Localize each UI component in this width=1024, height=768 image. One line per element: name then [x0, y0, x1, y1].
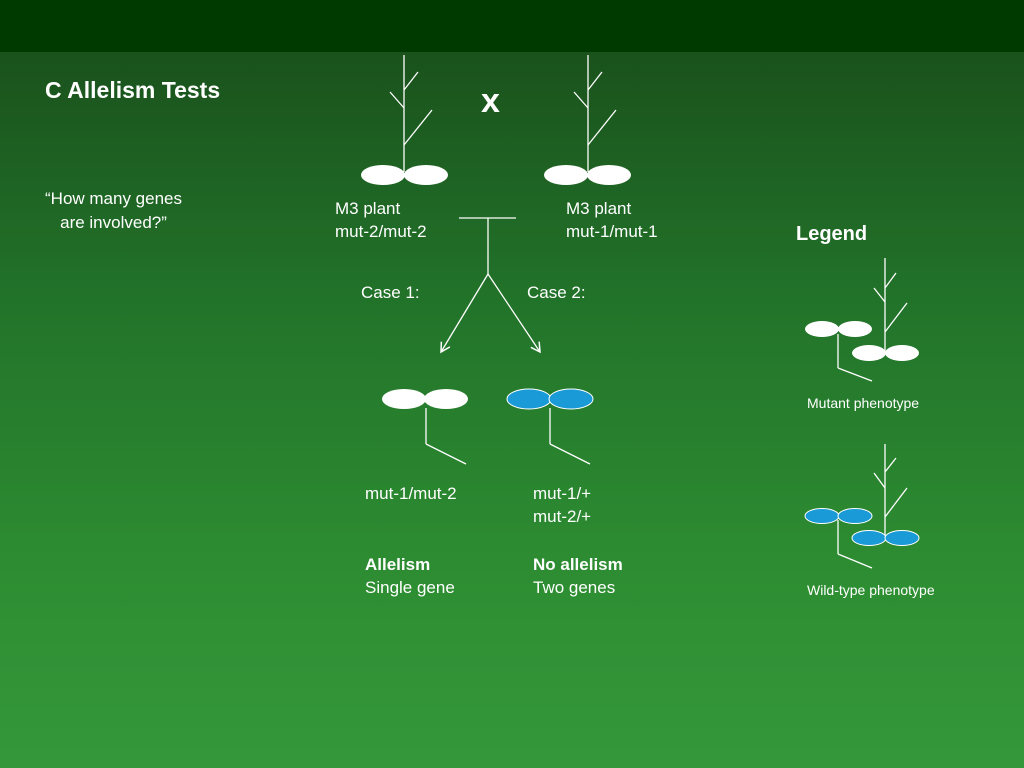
root: [549, 443, 591, 465]
case-1-conclusion: Allelism Single gene: [365, 554, 455, 600]
case-2-conclusion-detail: Two genes: [533, 577, 616, 597]
case-2-genotype-line-2: mut-2/+: [533, 506, 592, 526]
branch: [573, 91, 589, 109]
leaf: [805, 321, 839, 337]
slide-title: C Allelism Tests: [45, 77, 221, 103]
branch: [884, 487, 908, 518]
leaf: [852, 345, 886, 361]
case-1-genotype-line-1: mut-1/mut-2: [365, 484, 457, 503]
parent-1-genotype: mut-2/mut-2: [335, 221, 427, 241]
branch: [873, 287, 886, 303]
legend-wildtype-caption: Wild-type phenotype: [807, 582, 935, 598]
leaf: [361, 165, 405, 185]
leaf: [837, 508, 873, 524]
branch: [884, 272, 897, 289]
case-2-genotype-line-1: mut-1/+: [533, 484, 592, 503]
branch: [587, 71, 603, 91]
arrow-case-1: [440, 273, 489, 354]
branch: [403, 109, 433, 146]
question-line-2: are involved?”: [60, 212, 167, 232]
branch: [884, 302, 908, 333]
leaf: [382, 389, 426, 409]
leaf: [506, 388, 552, 410]
case-1-conclusion-title: Allelism: [365, 555, 431, 574]
offspring-case-1: [382, 389, 468, 465]
root: [837, 367, 873, 382]
leaf: [885, 345, 919, 361]
parent-plant-1: [361, 55, 448, 185]
parent-label-2: M3 plant mut-1/mut-1: [566, 198, 658, 244]
case-1-label: Case 1:: [361, 283, 420, 302]
case-1-genotype: mut-1/mut-2: [365, 483, 457, 506]
branch: [389, 91, 405, 109]
cross-symbol: x: [481, 82, 500, 120]
parent-label-1: M3 plant mut-2/mut-2: [335, 198, 427, 244]
branch: [587, 109, 617, 146]
case-2-genotype: mut-1/+ mut-2/+: [533, 483, 591, 529]
parent-plant-2: [544, 55, 631, 185]
case-2-label: Case 2:: [527, 283, 586, 302]
branch: [403, 71, 419, 91]
branch: [884, 457, 897, 473]
offspring-case-2: [506, 388, 594, 465]
branch: [873, 472, 886, 489]
root: [837, 553, 873, 569]
leaf: [587, 165, 631, 185]
leaf: [424, 389, 468, 409]
legend-mutant-plant: [805, 258, 919, 382]
leaf: [404, 165, 448, 185]
question-text: “How many genes are involved?”: [45, 187, 182, 235]
parent-1-line-1: M3 plant: [335, 199, 401, 218]
legend-wildtype-plant: [804, 444, 920, 569]
leaf: [544, 165, 588, 185]
cross-connector: [440, 217, 541, 354]
legend-mutant-caption: Mutant phenotype: [807, 395, 920, 411]
leaf: [548, 388, 594, 410]
case-1-conclusion-detail: Single gene: [365, 577, 455, 597]
parent-2-line-1: M3 plant: [566, 199, 632, 218]
case-2-conclusion: No allelism Two genes: [533, 554, 623, 600]
leaf: [838, 321, 872, 337]
root: [425, 443, 467, 465]
question-line-1: “How many genes: [45, 189, 183, 208]
leaf: [884, 530, 920, 546]
parent-2-genotype: mut-1/mut-1: [566, 221, 658, 241]
legend-title: Legend: [796, 223, 868, 245]
leaf: [804, 508, 840, 524]
case-2-conclusion-title: No allelism: [533, 555, 623, 574]
arrow-case-2: [487, 273, 541, 354]
leaf: [851, 530, 887, 546]
